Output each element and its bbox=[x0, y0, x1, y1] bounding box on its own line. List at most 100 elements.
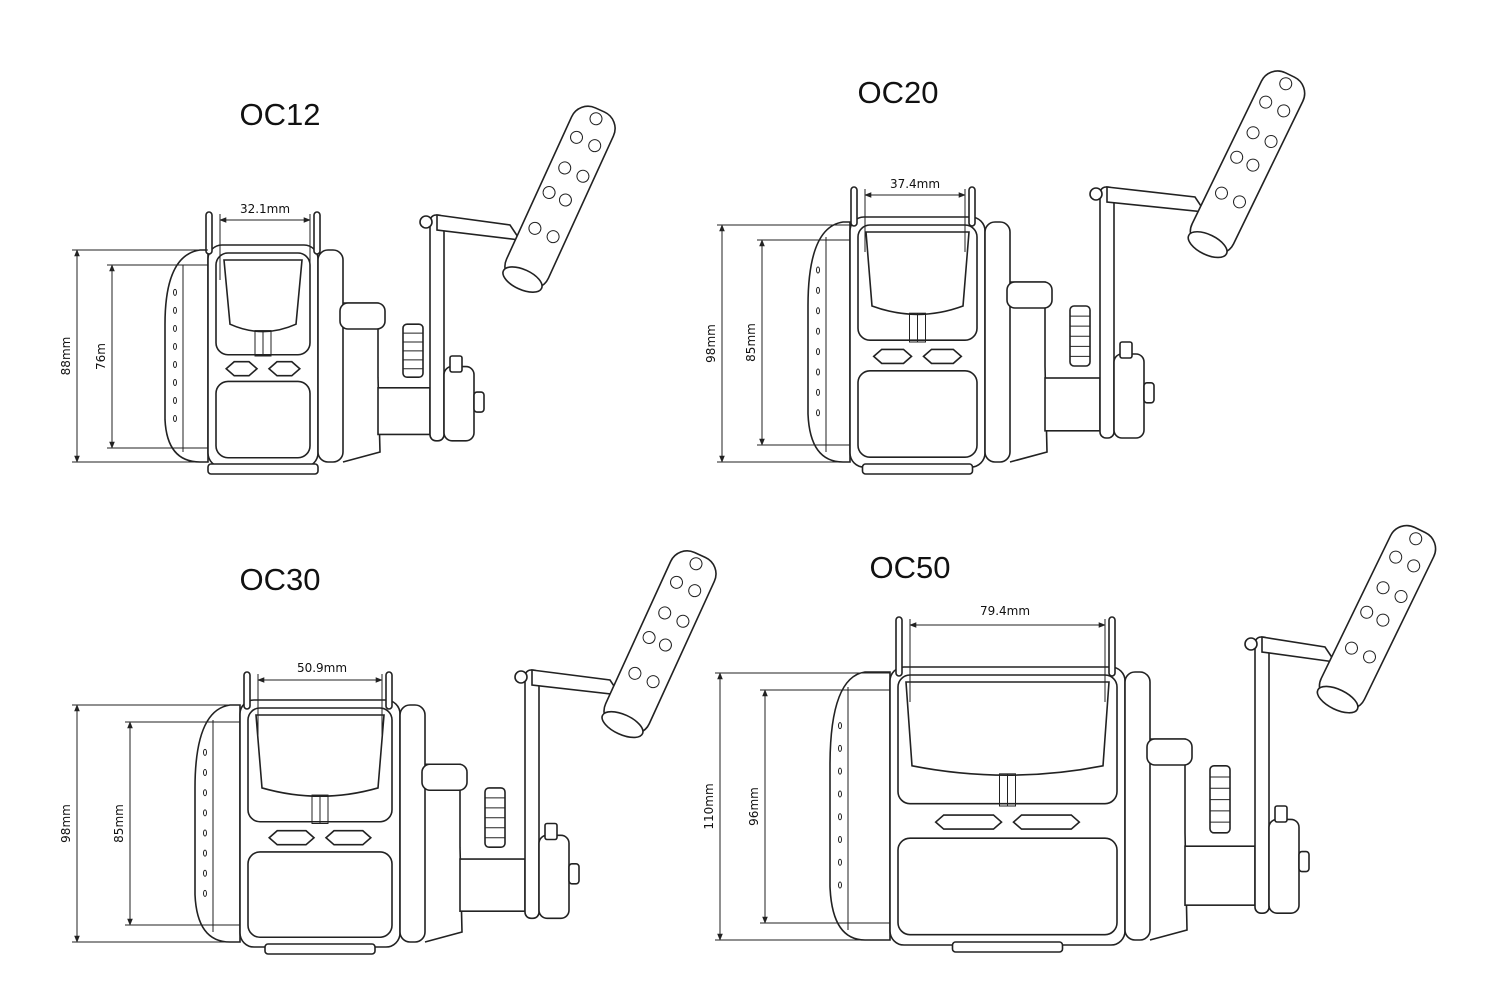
side-plate-right bbox=[317, 249, 344, 463]
side-plate-hole bbox=[816, 266, 820, 274]
reel-foot bbox=[861, 463, 974, 475]
side-plate-hole bbox=[838, 813, 842, 821]
drag-lever bbox=[1006, 281, 1053, 309]
reel-oc12: OC12 32.1mm 88mm 76m bbox=[59, 97, 616, 475]
frame-lower-window bbox=[897, 837, 1118, 936]
handle-knob-hole bbox=[670, 575, 684, 589]
frame-cutout bbox=[872, 348, 913, 365]
clicker-knob bbox=[449, 355, 463, 373]
side-plate-hole bbox=[173, 342, 177, 350]
side-plate-hole bbox=[173, 360, 177, 368]
frame-lower-window bbox=[215, 380, 311, 459]
handle-knob-hole bbox=[1360, 605, 1374, 619]
handle-crank-arm bbox=[436, 214, 522, 242]
side-plate-hole bbox=[816, 327, 820, 335]
handle-knob-hole bbox=[1279, 77, 1293, 91]
star-drag bbox=[1268, 818, 1300, 915]
reel-model-title: OC12 bbox=[240, 97, 321, 132]
handle-knob-hole bbox=[1376, 581, 1390, 595]
side-plate-hole bbox=[173, 379, 177, 386]
handle-knob-hole bbox=[1362, 650, 1376, 664]
handle-knob-hole bbox=[1345, 641, 1359, 655]
handle-shaft bbox=[459, 858, 526, 912]
side-plate-right bbox=[984, 221, 1011, 463]
harness-lug bbox=[313, 211, 321, 255]
handle-knob-hole bbox=[646, 675, 660, 689]
frame-cutout bbox=[934, 814, 1003, 830]
frame-cutout bbox=[922, 348, 963, 365]
handle-knob-hole bbox=[1246, 158, 1260, 172]
spool-shape bbox=[223, 259, 303, 333]
star-drag bbox=[538, 834, 570, 920]
handle-arm bbox=[1254, 636, 1270, 915]
drag-lever bbox=[1146, 738, 1193, 766]
harness-lug bbox=[385, 671, 393, 710]
side-plate-hole bbox=[816, 286, 820, 294]
side-plate-left bbox=[807, 221, 851, 463]
handle-knob-hole bbox=[1394, 589, 1408, 603]
handle-nut bbox=[568, 862, 580, 885]
handle-knob-hole bbox=[688, 584, 702, 598]
handle-knob-hole bbox=[1230, 150, 1244, 164]
handle-knob-hole bbox=[1232, 195, 1246, 209]
side-plate-hole bbox=[816, 388, 820, 396]
outer-height-label: 98mm bbox=[59, 804, 73, 843]
side-plate-hole bbox=[203, 748, 207, 756]
harness-lug bbox=[968, 186, 976, 227]
handle-knob-hole bbox=[576, 169, 590, 183]
side-plate-hole bbox=[203, 769, 207, 777]
handle-arm-cap bbox=[1089, 187, 1103, 201]
width-dimension-label: 32.1mm bbox=[240, 202, 290, 216]
handle-shaft bbox=[1184, 845, 1256, 906]
frame-cutout bbox=[267, 360, 302, 377]
inner-height-label: 85mm bbox=[112, 804, 126, 843]
handle-nut bbox=[473, 391, 485, 413]
handle-knob-end bbox=[1316, 685, 1359, 714]
side-plate-hole bbox=[173, 397, 177, 405]
clicker-knob bbox=[1274, 805, 1288, 823]
side-plate-hole bbox=[203, 849, 207, 857]
handle-knob-hole bbox=[558, 161, 572, 175]
side-plate-left bbox=[194, 704, 241, 943]
inner-height-label: 76m bbox=[94, 343, 108, 370]
handle-crank-arm bbox=[1106, 186, 1207, 213]
handle-knob-hole bbox=[588, 139, 602, 153]
handle-nut bbox=[1143, 381, 1155, 404]
handle-knob-end bbox=[1187, 230, 1228, 259]
handle-shaft bbox=[1044, 377, 1101, 432]
harness-lug bbox=[1108, 616, 1116, 677]
star-drag bbox=[1113, 353, 1145, 439]
handle-knob-hole bbox=[1407, 559, 1421, 573]
spool-shape bbox=[905, 681, 1110, 776]
handle-knob-hole bbox=[1259, 95, 1273, 109]
handle-arm bbox=[1099, 186, 1115, 439]
side-plate-right bbox=[399, 704, 426, 943]
width-dimension-label: 50.9mm bbox=[297, 661, 347, 675]
reel-foot bbox=[207, 463, 319, 475]
handle-knob-hole bbox=[658, 638, 672, 652]
side-plate-hole bbox=[838, 744, 842, 752]
side-plate-hole bbox=[203, 889, 207, 897]
harness-lug bbox=[205, 211, 213, 255]
reel-foot bbox=[264, 943, 376, 955]
spool-shape bbox=[255, 714, 385, 797]
side-plate-hole bbox=[838, 858, 842, 866]
handle-crank-arm bbox=[531, 669, 622, 696]
outer-height-label: 88mm bbox=[59, 337, 73, 376]
handle-arm-cap bbox=[514, 670, 528, 684]
handle-knob bbox=[1187, 70, 1306, 259]
clicker-knob bbox=[1119, 341, 1133, 359]
handle-knob bbox=[1316, 524, 1437, 714]
handle-knob-hole bbox=[642, 631, 656, 645]
handle-knob-hole bbox=[1246, 126, 1260, 140]
side-plate-hole bbox=[816, 409, 820, 417]
frame-cutout bbox=[1012, 814, 1081, 830]
side-plate-hole bbox=[838, 722, 842, 730]
side-plate-hole bbox=[816, 307, 820, 315]
side-plate-hole bbox=[173, 288, 177, 296]
handle-knob-hole bbox=[1277, 104, 1291, 118]
